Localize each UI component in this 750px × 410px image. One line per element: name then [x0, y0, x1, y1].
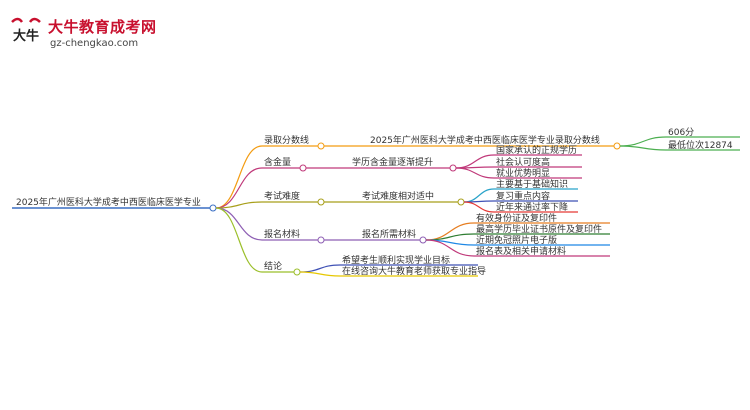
branch-node-0[interactable]: 录取分数线 [264, 134, 309, 146]
leaf-node-4-1[interactable]: 在线咨询大牛教育老师获取专业指导 [342, 265, 486, 277]
branch-node-2[interactable]: 考试难度 [264, 190, 300, 202]
branch-node-4[interactable]: 结论 [264, 260, 282, 272]
leaf-node-0-1[interactable]: 最低位次12874 [668, 139, 733, 151]
leaf-node-2-0[interactable]: 主要基于基础知识 [496, 178, 568, 190]
leaf-node-3-3[interactable]: 报名表及相关申请材料 [476, 245, 566, 257]
leaf-link-2-0 [463, 188, 495, 203]
leaf-node-3-1[interactable]: 最高学历毕业证书原件及复印件 [476, 223, 602, 235]
branch-link-3 [215, 207, 263, 241]
leaf-node-3-2[interactable]: 近期免冠照片电子版 [476, 234, 557, 246]
leaf-link-4-0 [299, 264, 341, 273]
leaf-link-2-2 [463, 201, 495, 213]
leaf-node-1-2[interactable]: 就业优势明显 [496, 167, 550, 179]
mid-node-1[interactable]: 学历含金量逐渐提升 [352, 156, 433, 168]
root-connector [209, 204, 217, 212]
mid-node-0[interactable]: 2025年广州医科大学成考中西医临床医学专业录取分数线 [370, 134, 600, 146]
brand-name: 大牛教育成考网 [48, 18, 157, 36]
leaf-link-3-3 [425, 239, 475, 257]
branch-link-4 [215, 207, 263, 273]
bull-logo-icon: 大牛 [11, 17, 41, 44]
branch-connector-0 [317, 142, 325, 150]
mid-connector-0 [613, 142, 621, 150]
branch-connector-4 [293, 268, 301, 276]
leaf-node-2-1[interactable]: 复习重点内容 [496, 190, 550, 202]
leaf-node-3-0[interactable]: 有效身份证及复印件 [476, 212, 557, 224]
branch-link-0 [215, 145, 263, 209]
branch-connector-1 [299, 164, 307, 172]
leaf-node-2-2[interactable]: 近年来通过率下降 [496, 201, 568, 213]
leaf-link-0-0 [619, 136, 667, 147]
branch-link-2 [215, 201, 263, 209]
branch-connector-2 [317, 198, 325, 206]
leaf-node-4-0[interactable]: 希望考生顺利实现学业目标 [342, 254, 450, 266]
leaf-link-0-1 [619, 145, 667, 151]
branch-link-1 [215, 167, 263, 209]
mid-connector-1 [449, 164, 457, 172]
brand-url: gz-chengkao.com [50, 38, 139, 49]
mid-connector-3 [419, 236, 427, 244]
root-node[interactable]: 2025年广州医科大学成考中西医临床医学专业 [16, 196, 201, 208]
leaf-node-0-0[interactable]: 606分 [668, 127, 694, 138]
mid-node-2[interactable]: 考试难度相对适中 [362, 190, 434, 202]
branch-connector-3 [317, 236, 325, 244]
leaf-link-1-0 [455, 154, 495, 169]
site-logo[interactable]: 大牛 大牛教育成考网 gz-chengkao.com [8, 14, 168, 54]
branch-node-1[interactable]: 含金量 [264, 156, 291, 168]
leaf-link-4-1 [299, 271, 341, 277]
mid-connector-2 [457, 198, 465, 206]
mid-node-3[interactable]: 报名所需材料 [362, 228, 416, 240]
leaf-node-1-1[interactable]: 社会认可度高 [496, 156, 550, 168]
logo-mark-text: 大牛 [13, 28, 39, 44]
branch-node-3[interactable]: 报名材料 [264, 228, 300, 240]
leaf-link-1-2 [455, 167, 495, 179]
leaf-node-1-0[interactable]: 国家承认的正规学历 [496, 144, 577, 156]
